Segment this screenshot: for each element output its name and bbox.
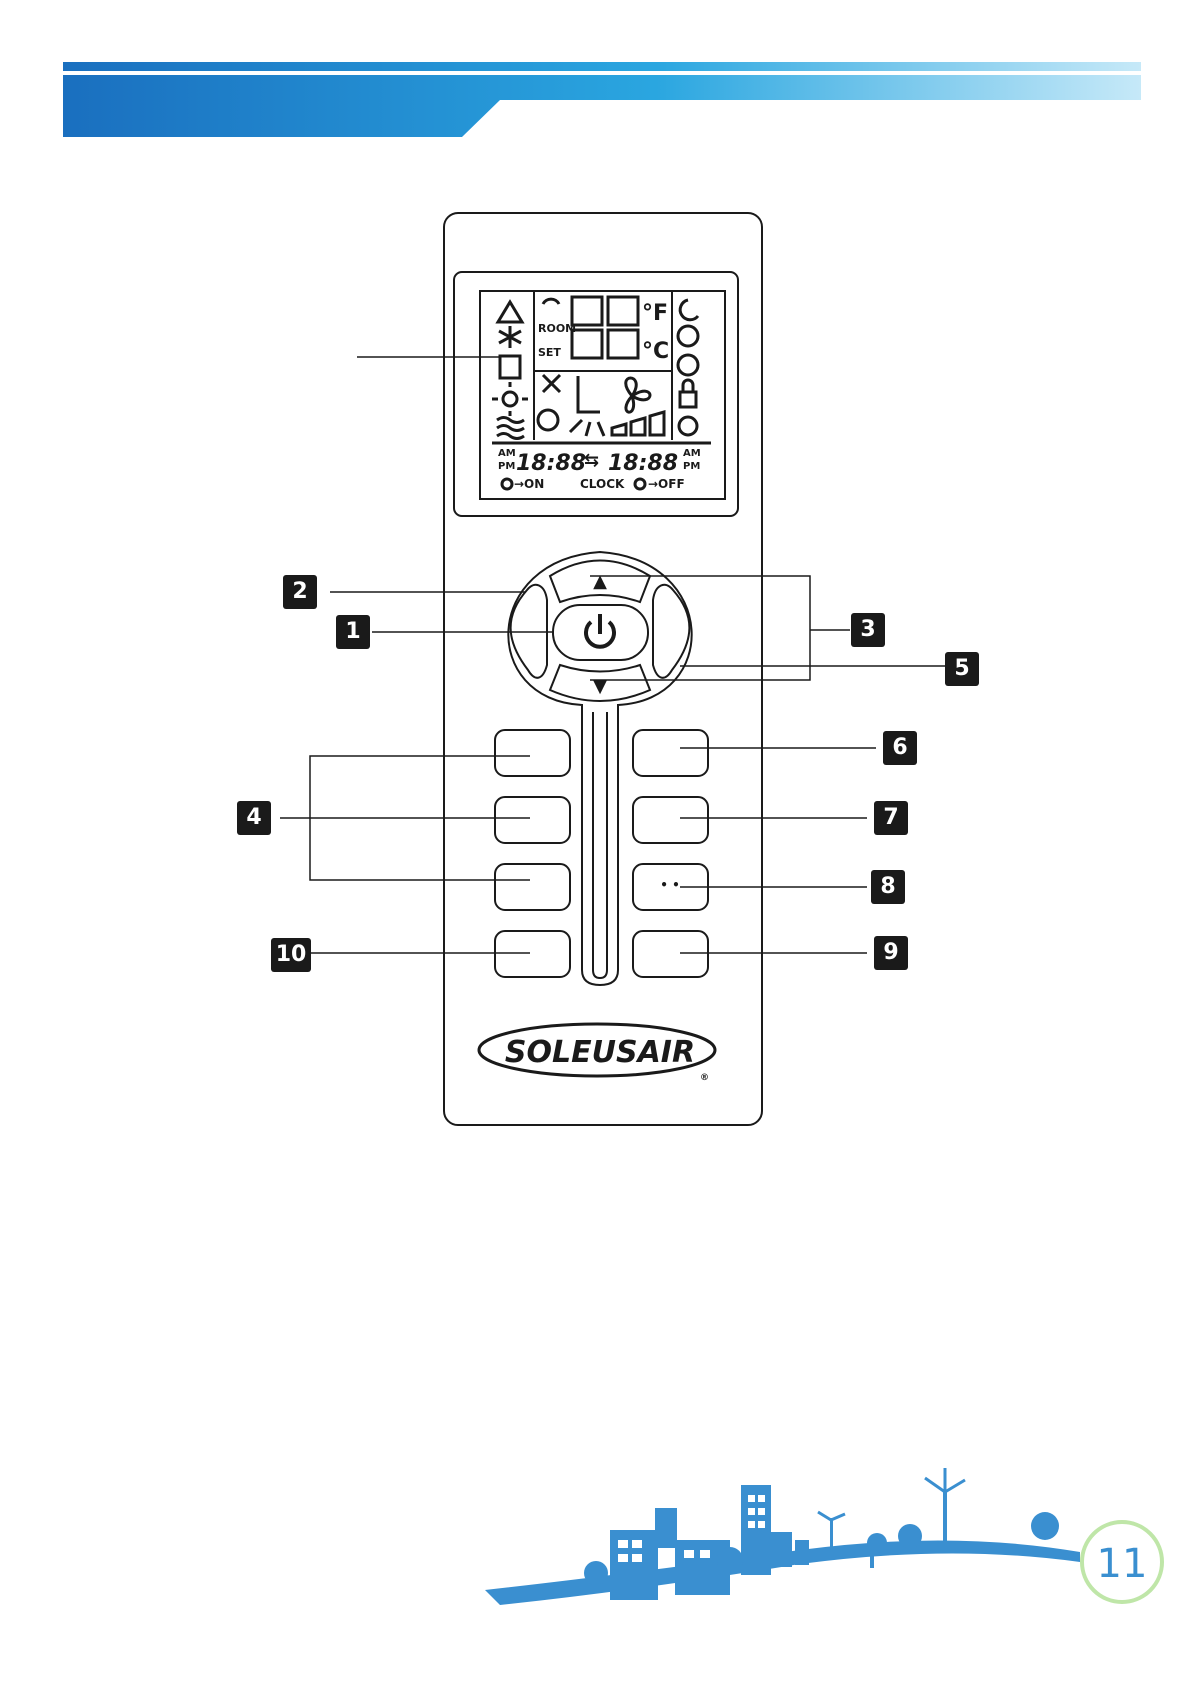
lcd-time-left: 18:88 — [516, 451, 586, 476]
button-left-3 — [495, 864, 570, 910]
lcd-timer-on: →ON — [514, 477, 544, 491]
fan-icon — [626, 378, 650, 412]
lcd-am-right: AM — [683, 448, 701, 459]
lock-icon — [680, 392, 696, 407]
button-right-2 — [633, 797, 708, 843]
right-button — [653, 585, 689, 678]
recycle-icon — [498, 302, 522, 322]
button-right-1 — [633, 730, 708, 776]
lcd-unit-f: °F — [642, 301, 668, 326]
fan-bars-icon — [612, 412, 664, 435]
registered-mark: ® — [700, 1073, 709, 1083]
callout-10: 10 — [271, 938, 311, 972]
lcd-unit-c: °C — [642, 339, 669, 364]
button-left-2 — [495, 797, 570, 843]
lcd-pm-left: PM — [498, 461, 515, 472]
callout-4: 4 — [237, 801, 271, 835]
lcd-room-label: ROOM — [538, 322, 576, 335]
lcd-set-label: SET — [538, 346, 561, 359]
city-skyline-illustration: 11 — [0, 1440, 1192, 1685]
water-tank-icon — [500, 356, 520, 378]
up-arrow-icon: ▲ — [593, 571, 607, 592]
remote-diagram: ROOM SET °F °C AM PM 18:88 ⇆ 18:88 AM PM… — [0, 0, 1192, 1180]
callout-5: 5 — [945, 652, 979, 686]
swing-icon — [678, 326, 698, 346]
button-left-1 — [495, 730, 570, 776]
lcd-pm-right: PM — [683, 461, 700, 472]
lcd-timer-off: →OFF — [648, 477, 685, 491]
callout-7: 7 — [874, 801, 908, 835]
lcd-clock: CLOCK — [580, 477, 625, 491]
fan-speed-icon — [678, 355, 698, 375]
lcd-am-left: AM — [498, 448, 516, 459]
flake-mode-icon — [679, 417, 697, 435]
sun-icon — [503, 392, 517, 406]
louver-icon — [570, 376, 604, 436]
callout-6: 6 — [883, 731, 917, 765]
auto-icon — [538, 410, 558, 430]
brand-logo: SOLEUSAIR — [505, 1035, 695, 1070]
lcd-time-right: 18:88 — [608, 451, 678, 476]
signal-icon — [543, 299, 559, 304]
lcd-swap-icon: ⇆ — [584, 450, 599, 471]
callout-2: 2 — [283, 575, 317, 609]
callout-8: 8 — [871, 870, 905, 904]
heat-waves-icon — [497, 418, 524, 439]
callout-9: 9 — [874, 936, 908, 970]
down-arrow-icon: ▼ — [593, 676, 607, 697]
page-number: 11 — [1097, 1541, 1148, 1587]
sleep-icon — [680, 300, 698, 320]
person-fan-icon — [543, 375, 560, 392]
dots-label: • • — [660, 878, 680, 892]
snowflake-icon — [499, 326, 521, 348]
button-right-4 — [633, 931, 708, 977]
button-left-4 — [495, 931, 570, 977]
callout-1: 1 — [336, 615, 370, 649]
callout-3: 3 — [851, 613, 885, 647]
